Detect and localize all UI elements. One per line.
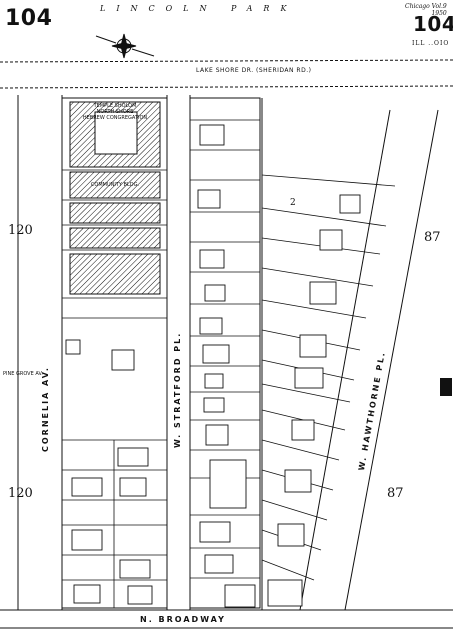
lake-shore-label: LAKE SHORE DR. (SHERIDAN RD.): [196, 67, 312, 74]
right-block-east-edge: [344, 109, 439, 611]
middle-block-outline: [189, 97, 261, 609]
lake-shore-south-edge: [0, 85, 453, 89]
corner-date: ILL ..OIO: [412, 40, 450, 47]
broadway-label: N. BROADWAY: [140, 615, 226, 624]
block-number-left-lower: 120: [8, 486, 33, 501]
cornelia-label: CORNELIA AV.: [41, 366, 50, 452]
block-number-left-upper: 120: [8, 223, 33, 238]
lake-shore-north-edge: [0, 59, 453, 63]
scale-bar: [440, 378, 452, 396]
lincoln-park-label: LINCOLN PARK: [100, 4, 298, 13]
stratford-label: W. STRATFORD PL.: [173, 331, 182, 448]
corner-note-line-1: Chicago Vol.9: [405, 3, 447, 10]
sheet-number-left: 104: [5, 6, 53, 31]
temple-label-line-1: TEMPLE SHOLOM: [93, 103, 137, 109]
pine-grove-label: PINE GROVE AV.: [3, 371, 43, 377]
block-number-right-upper: 87: [424, 230, 441, 245]
hawthorne-east-edge: [299, 109, 391, 611]
block-number-right-lower: 87: [387, 486, 404, 501]
hatched-building-5: [69, 253, 161, 295]
lot-number: 2: [290, 198, 296, 208]
north-arrow: [95, 33, 155, 59]
hatched-building-3: [69, 202, 161, 224]
temple-sanctuary: [94, 111, 138, 155]
community-building: [69, 171, 161, 199]
hatched-building-4: [69, 227, 161, 249]
temple-label-line-2: NORTH SHORE: [96, 108, 134, 115]
temple-label-line-3: HEBREW CONGREGATION: [82, 114, 148, 121]
corner-note: Chicago Vol.9 1950: [405, 3, 447, 17]
sheet-number-right: 104: [413, 12, 453, 36]
corner-note-line-2: 1950: [431, 9, 447, 17]
temple-label: TEMPLE SHOLOM NORTH SHORE HEBREW CONGREG…: [82, 103, 148, 121]
community-label: COMMUNITY BLDG.: [90, 182, 140, 188]
